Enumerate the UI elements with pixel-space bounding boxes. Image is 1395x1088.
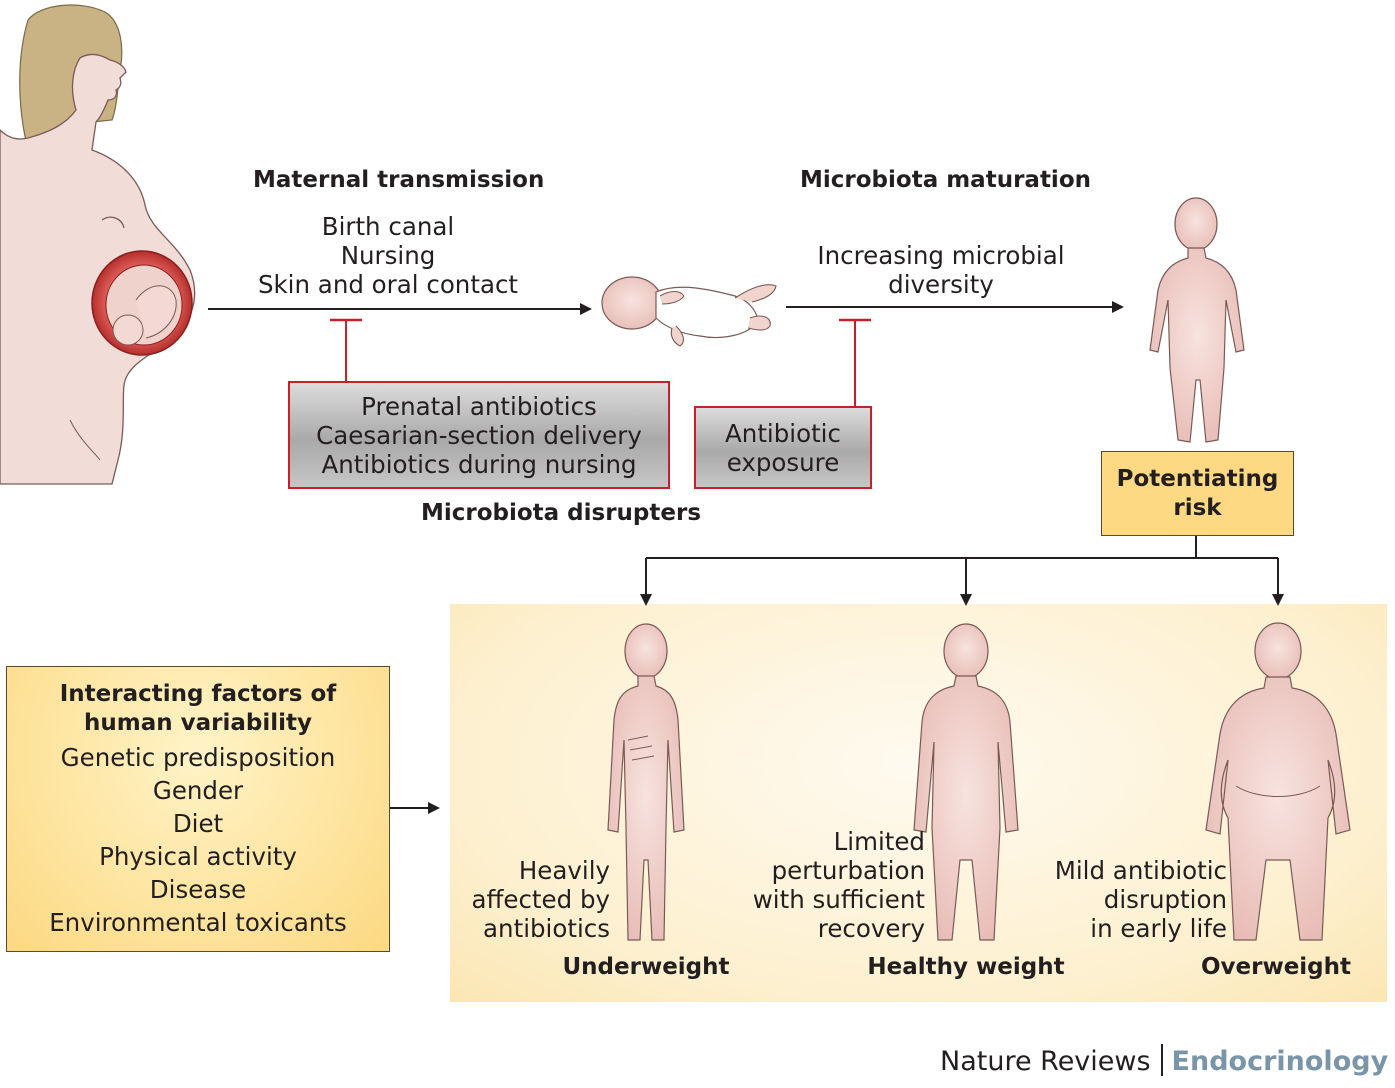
maternal-transmission-heading: Maternal transmission (253, 167, 545, 193)
overweight-child-figure (1205, 622, 1351, 941)
microbiota-maturation-heading: Microbiota maturation (800, 167, 1091, 193)
credit-divider (1160, 1044, 1163, 1076)
underweight-note: Heavily affected by antibiotics (471, 856, 610, 943)
inhibitor-line-1 (330, 318, 362, 381)
healthy-child-figure (913, 623, 1019, 941)
microbiota-disrupters-label: Microbiota disrupters (420, 500, 702, 526)
microbiota-maturation-list: Increasing microbial diversity (800, 241, 1082, 299)
antibiotic-exposure-box: Antibiotic exposure (694, 406, 872, 489)
inhibitor-line-2 (839, 318, 871, 406)
underweight-child-figure (607, 623, 685, 941)
pregnant-woman-figure (0, 4, 196, 485)
disrupter-item: Antibiotics during nursing (321, 449, 637, 479)
maturation-item: diversity (888, 270, 994, 299)
risk-label: risk (1173, 494, 1222, 521)
interacting-factors-title: Interacting factors of human variability (59, 680, 337, 736)
potentiating-risk-box: Potentiating risk (1101, 451, 1294, 536)
disrupter-item: Caesarian-section delivery (316, 420, 642, 450)
disrupter-item: exposure (726, 447, 840, 477)
factor-item: Gender (152, 775, 244, 805)
transmission-item: Nursing (340, 241, 436, 270)
overweight-label: Overweight (1200, 954, 1352, 980)
journal-credit: Nature Reviews Endocrinology (940, 1044, 1388, 1077)
factor-item: Diet (172, 808, 224, 838)
journal-subject: Endocrinology (1171, 1046, 1389, 1077)
maternal-transmission-list: Birth canal Nursing Skin and oral contac… (240, 212, 536, 299)
risk-branch-lines (640, 536, 1284, 606)
interacting-factors-list: Genetic predisposition Gender Diet Physi… (49, 741, 347, 939)
prenatal-disrupters-box: Prenatal antibiotics Caesarian-section d… (288, 381, 670, 489)
overweight-note: Mild antibiotic disruption in early life (1054, 856, 1227, 943)
interacting-factors-box: Interacting factors of human variability… (6, 666, 390, 952)
factor-item: Genetic predisposition (60, 742, 336, 772)
disrupter-item: Antibiotic (725, 418, 841, 448)
disrupter-item: Prenatal antibiotics (361, 391, 597, 421)
toddler-figure (1149, 197, 1245, 443)
factor-item: Disease (149, 874, 247, 904)
journal-name: Nature Reviews (940, 1046, 1151, 1077)
healthy-weight-label: Healthy weight (867, 954, 1065, 980)
infant-figure (601, 276, 777, 347)
underweight-label: Underweight (562, 954, 730, 980)
healthy-weight-note: Limited perturbation with sufficient rec… (752, 827, 925, 943)
transmission-item: Birth canal (321, 212, 455, 241)
risk-label: Potentiating (1116, 465, 1279, 492)
factor-item: Environmental toxicants (49, 907, 347, 937)
maturation-item: Increasing microbial (817, 241, 1065, 270)
factor-item: Physical activity (99, 841, 297, 871)
transmission-item: Skin and oral contact (257, 270, 519, 299)
